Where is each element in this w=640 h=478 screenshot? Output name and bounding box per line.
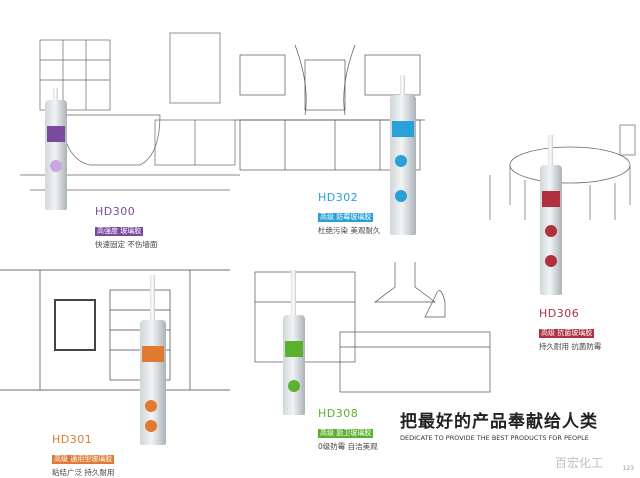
product-feature: 杜绝污染 美观耐久 bbox=[318, 226, 381, 235]
product-feature: 粘结广泛 持久耐用 bbox=[52, 468, 115, 477]
tube-band bbox=[542, 191, 560, 207]
product-label-hd302: HD302 高级 防霉玻璃胶 杜绝污染 美观耐久 bbox=[318, 192, 380, 236]
tube-nozzle bbox=[150, 275, 155, 320]
tube-band bbox=[142, 346, 164, 362]
product-code: HD301 bbox=[52, 433, 93, 446]
product-subtitle: 高级 防霉玻璃胶 bbox=[318, 213, 374, 222]
tube-badge bbox=[145, 420, 157, 432]
dining-sketch bbox=[470, 105, 640, 225]
tube-badge bbox=[288, 380, 300, 392]
tube-badge bbox=[50, 160, 62, 172]
tube-nozzle bbox=[548, 135, 553, 165]
tube-band bbox=[285, 341, 303, 357]
tube-nozzle bbox=[291, 270, 296, 315]
product-code: HD300 bbox=[95, 205, 136, 218]
watermark: 百宏化工 bbox=[555, 456, 604, 470]
slogan-chinese: 把最好的产品奉献给人类 bbox=[400, 412, 598, 432]
product-label-hd301: HD301 高级 通用型玻璃胶 粘结广泛 持久耐用 bbox=[52, 434, 114, 478]
product-tube-hd300 bbox=[45, 88, 67, 210]
product-code: HD306 bbox=[539, 307, 580, 320]
living-room-sketch bbox=[0, 260, 230, 410]
product-feature: 0级防霉 自洁美观 bbox=[318, 442, 378, 451]
product-code: HD308 bbox=[318, 407, 359, 420]
product-label-hd306: HD306 高级 抗菌玻璃胶 持久耐用 抗菌防霉 bbox=[539, 308, 601, 352]
product-subtitle: 高强度 玻璃胶 bbox=[95, 227, 144, 236]
tube-badge bbox=[545, 225, 557, 237]
tube-band bbox=[392, 121, 414, 137]
island-kitchen-sketch bbox=[245, 262, 495, 402]
product-feature: 持久耐用 抗菌防霉 bbox=[539, 342, 602, 351]
tube-badge bbox=[395, 155, 407, 167]
tube-badge bbox=[545, 255, 557, 267]
product-subtitle: 高级 厨卫玻璃胶 bbox=[318, 429, 374, 438]
product-subtitle: 高级 抗菌玻璃胶 bbox=[539, 329, 595, 338]
product-label-hd308: HD308 高级 厨卫玻璃胶 0级防霉 自洁美观 bbox=[318, 408, 378, 452]
tube-badge bbox=[395, 190, 407, 202]
product-code: HD302 bbox=[318, 191, 359, 204]
product-feature: 快速固定 不伤墙面 bbox=[95, 240, 158, 249]
product-label-hd300: HD300 高强度 玻璃胶 快速固定 不伤墙面 bbox=[95, 206, 157, 250]
tube-nozzle bbox=[400, 75, 405, 95]
tube-badge bbox=[145, 400, 157, 412]
product-tube-hd302 bbox=[390, 75, 416, 235]
product-tube-hd308 bbox=[283, 270, 305, 415]
slogan: 把最好的产品奉献给人类 DEDICATE TO PROVIDE THE BEST… bbox=[400, 412, 598, 442]
tube-nozzle bbox=[53, 88, 58, 100]
product-subtitle: 高级 通用型玻璃胶 bbox=[52, 455, 115, 464]
slogan-english: DEDICATE TO PROVIDE THE BEST PRODUCTS FO… bbox=[400, 434, 589, 442]
page-number: 123 bbox=[622, 465, 634, 472]
product-tube-hd301 bbox=[140, 275, 166, 445]
tube-band bbox=[47, 126, 65, 142]
product-tube-hd306 bbox=[540, 135, 562, 295]
